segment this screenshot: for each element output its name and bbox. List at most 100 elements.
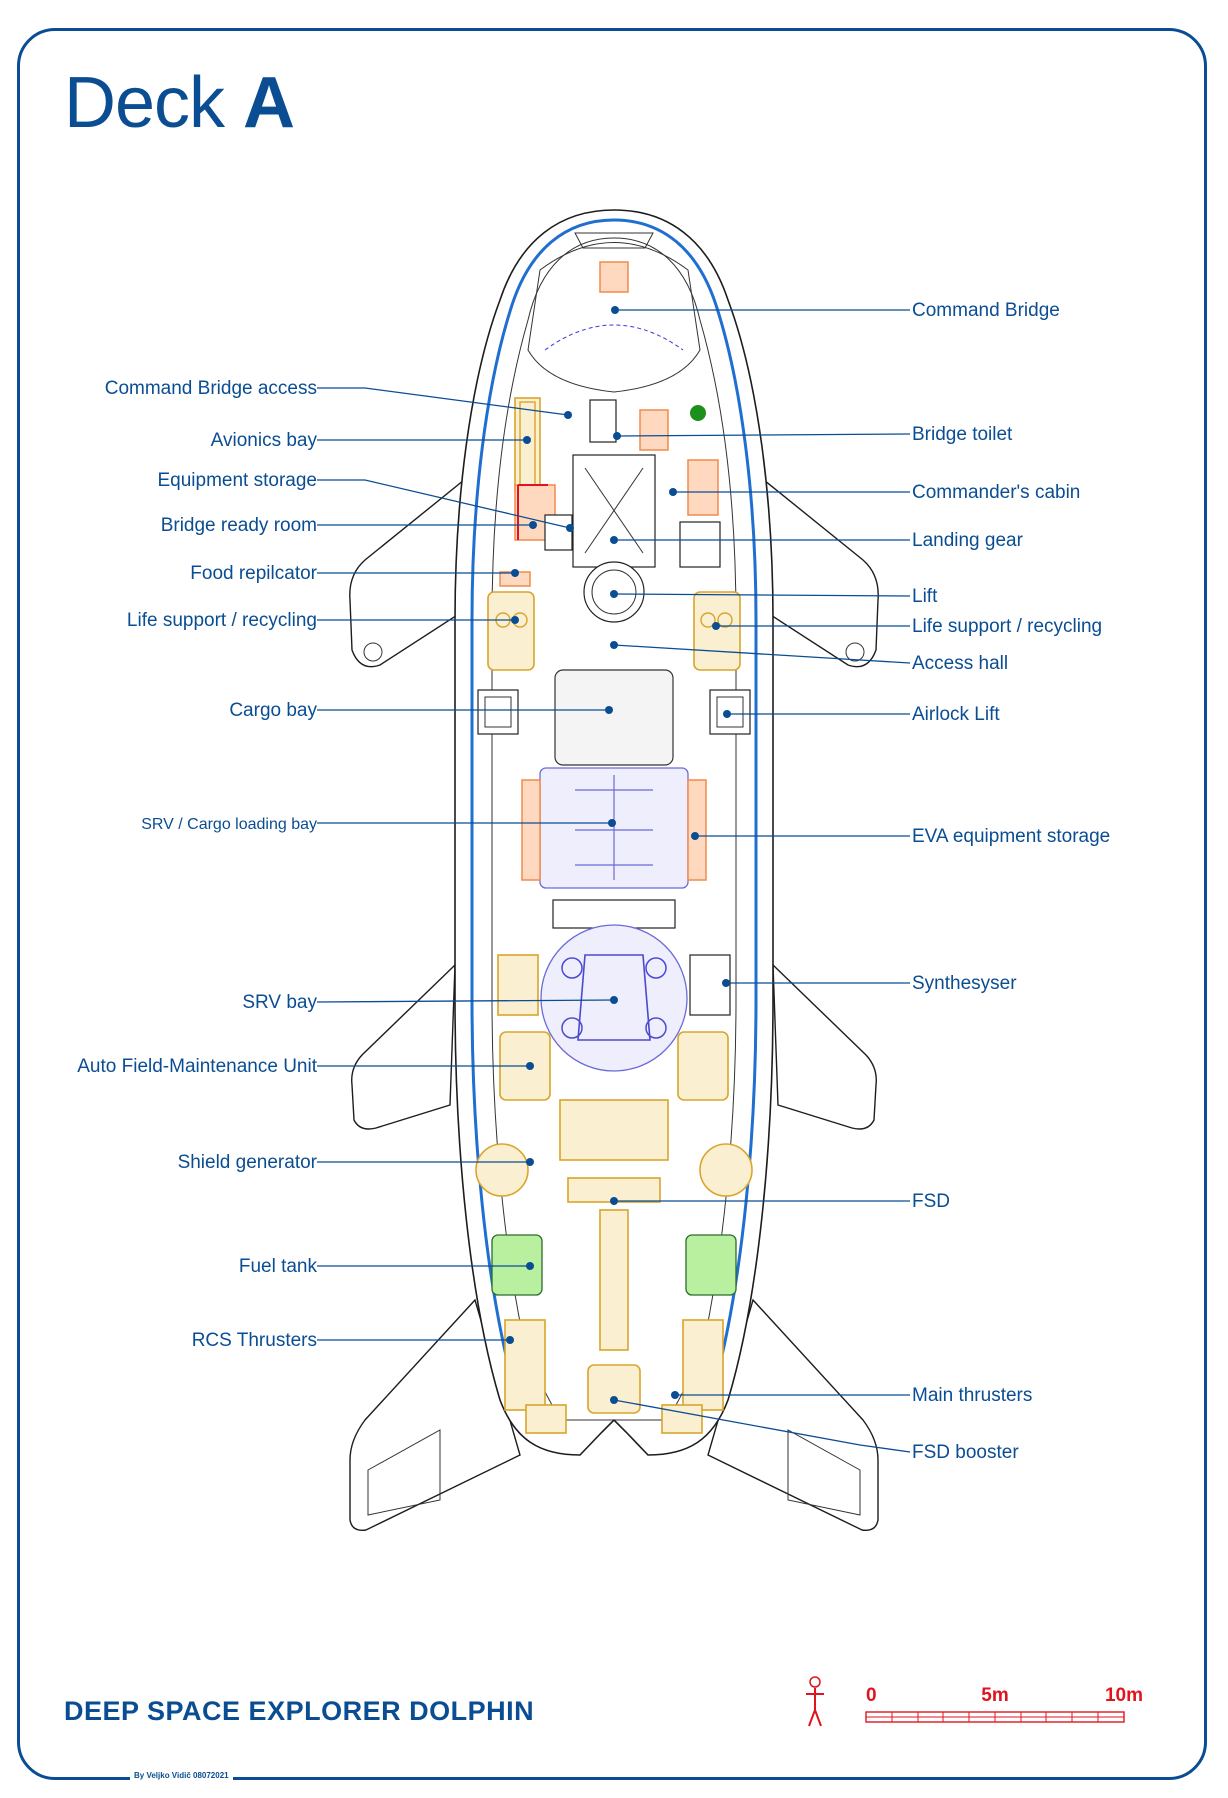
inner-hull: [491, 237, 737, 1421]
rcs-thrusters-right: [682, 1319, 724, 1411]
srv-wheel-1: [561, 957, 583, 979]
srv-wheel-3: [561, 1017, 583, 1039]
rcs-thrusters-left: [504, 1319, 546, 1411]
upper-rooms: [499, 397, 721, 623]
label-shield-generator: Shield generator: [178, 1152, 318, 1173]
label-main-thrusters: Main thrusters: [912, 1385, 1032, 1406]
scale-label-10m: 10m: [1105, 1685, 1143, 1706]
fuel-tank-right: [685, 1234, 737, 1296]
scale-label-5m: 5m: [981, 1685, 1008, 1706]
plant: [690, 405, 706, 421]
ls-right-tank-1: [700, 612, 716, 628]
human-head: [809, 1676, 821, 1688]
label-food-replicator: Food repilcator: [190, 563, 317, 584]
bridge-console: [574, 232, 654, 249]
label-fsd-booster: FSD booster: [912, 1442, 1019, 1463]
shield-generator-right: [699, 1143, 753, 1197]
cabin-desk: [687, 459, 719, 516]
human-body: [806, 1688, 824, 1727]
main-thruster-right: [661, 1404, 703, 1434]
fsd-spine: [599, 1209, 629, 1351]
srv-wheel-4: [645, 1017, 667, 1039]
label-cargo-bay: Cargo bay: [229, 700, 317, 721]
eva-locker-right: [687, 779, 707, 881]
label-eva-equipment-storage: EVA equipment storage: [912, 826, 1110, 847]
label-access-hall: Access hall: [912, 653, 1008, 674]
deck-title-prefix: Deck: [64, 63, 244, 143]
label-equipment-storage: Equipment storage: [158, 470, 318, 491]
command-bridge-area: [527, 232, 701, 393]
landing-gear-hatch: [584, 467, 644, 554]
engine-area: [475, 1099, 753, 1434]
ready-room-desk: [514, 484, 556, 541]
fsd-booster-unit: [587, 1364, 641, 1414]
commander-bed: [639, 409, 669, 451]
page-frame: [17, 28, 1207, 1780]
scale-bar-ticks: [866, 1712, 1124, 1722]
label-rcs-thrusters: RCS Thrusters: [192, 1330, 317, 1351]
label-landing-gear: Landing gear: [912, 530, 1024, 551]
bridge-toilet-room: [589, 399, 617, 443]
afmu-right: [677, 1031, 729, 1101]
middle-left-wing: [351, 963, 456, 1130]
left-hull-accent: [470, 218, 615, 1381]
label-lift: Lift: [912, 586, 938, 607]
cargo-area: [477, 669, 751, 889]
life-support-right: [693, 591, 741, 671]
cargo-bay-room: [554, 669, 674, 766]
middle-right-wing: [772, 963, 877, 1130]
right-wing-pivot: [845, 642, 865, 662]
srv-vehicle: [577, 954, 651, 1041]
lift-platform: [591, 569, 637, 615]
fsd-housing: [559, 1099, 669, 1161]
label-avionics-bay: Avionics bay: [211, 430, 318, 451]
right-airlock-lift: [716, 696, 744, 728]
left-airlock-lift: [484, 696, 512, 728]
label-commanders-cabin: Commander's cabin: [912, 482, 1080, 503]
landing-gear-side: [679, 521, 721, 568]
scale-figure: [806, 1676, 824, 1727]
avionics-rack: [514, 397, 541, 491]
equipment-shelves: [544, 514, 573, 551]
srv-bay-entrance: [552, 899, 676, 929]
main-thruster-left: [525, 1404, 567, 1434]
label-bridge-toilet: Bridge toilet: [912, 424, 1013, 445]
lower-left-wing: [349, 1298, 521, 1531]
label-command-bridge-access: Command Bridge access: [105, 378, 317, 399]
shield-generator-left: [475, 1143, 529, 1197]
label-srv-cargo-loading-bay: SRV / Cargo loading bay: [141, 816, 317, 833]
ls-right-tank-2: [717, 612, 733, 628]
ready-room-wall: [517, 484, 548, 540]
label-bridge-ready-room: Bridge ready room: [161, 515, 317, 536]
label-command-bridge: Command Bridge: [912, 300, 1060, 321]
author-credit: By Veljko Vidič 08072021: [130, 1771, 233, 1780]
loading-bay-frame: [575, 775, 653, 880]
lower-right-wing: [707, 1298, 879, 1531]
label-afmu: Auto Field-Maintenance Unit: [77, 1056, 317, 1077]
fuel-tank-left: [491, 1234, 543, 1296]
left-wing-panel: [367, 1429, 441, 1516]
label-synthesyser: Synthesyser: [912, 973, 1017, 994]
leaders-right: [610, 306, 911, 1453]
label-srv-bay: SRV bay: [242, 992, 317, 1013]
label-fsd: FSD: [912, 1191, 950, 1212]
deck-title: Deck A: [64, 62, 295, 144]
eva-locker-left: [521, 779, 541, 881]
bridge-canopy: [527, 242, 701, 393]
labels-right: Command Bridge Bridge toilet Commander's…: [912, 300, 1110, 1463]
right-hull-accent: [613, 218, 758, 1381]
srv-wheel-2: [645, 957, 667, 979]
synth-left: [497, 954, 539, 1016]
label-life-support-left: Life support / recycling: [127, 610, 317, 631]
left-wing-pivot: [363, 642, 383, 662]
ship-name: DEEP SPACE EXPLORER DOLPHIN: [64, 1696, 535, 1726]
scale-bar: 0 5m 10m: [865, 1685, 1143, 1723]
label-airlock-lift: Airlock Lift: [912, 704, 1000, 725]
deck-title-letter: A: [243, 63, 295, 143]
labels-left: Command Bridge access Avionics bay Equip…: [77, 378, 317, 1351]
right-wing-panel: [787, 1429, 861, 1516]
leaders-left: [316, 387, 618, 1344]
scale-label-0: 0: [866, 1685, 877, 1706]
label-life-support-right: Life support / recycling: [912, 616, 1102, 637]
